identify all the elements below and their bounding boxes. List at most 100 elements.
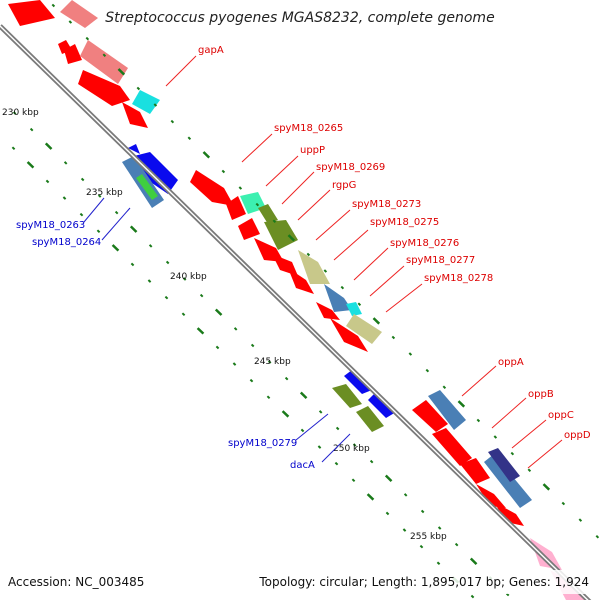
gene-label-spyM18_0273[interactable]: spyM18_0273 [352,199,421,210]
gene-feature[interactable] [238,218,260,240]
gene-label-gapA[interactable]: gapA [198,45,224,56]
gene-feature[interactable] [346,302,362,316]
gene-feature[interactable] [488,448,520,482]
reverse-labels: spyM18_0263 spyM18_0264 spyM18_0279 dacA [16,220,315,471]
tick-mark [366,493,375,501]
gene-label-oppC[interactable]: oppC [548,410,574,421]
tick-mark [402,528,407,532]
gene-feature[interactable] [412,400,448,432]
gene-feature[interactable] [346,314,382,344]
leader-line [241,133,273,163]
tick-mark [250,343,255,348]
gene-feature[interactable] [432,428,472,466]
tick-mark [595,534,600,539]
tick-mark [281,410,290,418]
leader-line [461,365,497,397]
gene-feature[interactable] [132,90,160,114]
tick-mark [385,511,390,516]
tick-mark [215,345,220,350]
gene-label-spyM18_0277[interactable]: spyM18_0277 [406,255,475,266]
tick-mark [357,302,362,307]
leader-line [83,197,105,223]
leader-line [491,397,527,429]
tick-mark [578,518,583,522]
tick-mark [403,493,408,497]
tick-mark [199,293,204,298]
gene-label-spyM18_0276[interactable]: spyM18_0276 [390,238,459,249]
gene-feature[interactable] [476,484,506,508]
tick-mark [334,461,339,466]
gene-label-uppP[interactable]: uppP [300,145,325,156]
gene-feature[interactable] [460,458,490,484]
gene-feature[interactable] [344,370,372,394]
tick-mark [181,312,186,317]
gene-feature[interactable] [64,44,82,64]
topology-text: Topology: circular; Length: 1,895,017 bp… [258,575,589,589]
tick-mark [420,509,425,514]
gene-feature[interactable] [122,102,148,128]
tick-label: 245 kbp [254,357,291,367]
tick-mark [79,212,84,217]
gene-label-rgpG[interactable]: rgpG [332,180,356,191]
gene-feature[interactable] [316,302,340,320]
gene-feature[interactable] [530,538,562,570]
gene-feature[interactable] [288,268,314,294]
gene-feature[interactable] [8,0,55,26]
tick-mark [470,594,475,599]
tick-mark [221,169,226,174]
gene-feature[interactable] [264,220,298,250]
tick-mark [202,151,211,159]
gene-feature[interactable] [428,390,466,430]
gene-features [8,0,588,600]
gene-label-oppA[interactable]: oppA [498,357,524,368]
gene-feature[interactable] [332,384,362,408]
gene-feature[interactable] [494,502,524,526]
leader-line [369,265,405,297]
map-title: Streptococcus pyogenes MGAS8232, complet… [105,10,494,26]
gene-feature[interactable] [78,70,130,106]
gene-label-spyM18_0264[interactable]: spyM18_0264 [32,237,101,248]
gene-feature[interactable] [356,406,384,432]
gene-feature[interactable] [324,284,352,312]
gene-label-spyM18_0279[interactable]: spyM18_0279 [228,438,297,449]
tick-mark [129,225,138,233]
leader-line [333,229,369,261]
gene-label-spyM18_0265[interactable]: spyM18_0265 [274,123,343,134]
gene-feature[interactable] [60,0,98,28]
gene-feature[interactable] [484,454,532,508]
gene-label-dacA[interactable]: dacA [290,460,315,471]
gene-feature[interactable] [330,318,368,352]
accession-text: Accession: NC_003485 [8,575,144,589]
gene-label-spyM18_0275[interactable]: spyM18_0275 [370,217,439,228]
gene-feature[interactable] [80,40,128,84]
gene-feature[interactable] [136,174,158,200]
gene-feature[interactable] [368,392,396,418]
gene-feature[interactable] [258,204,278,224]
tick-mark [148,244,153,248]
tick-mark [542,483,551,491]
tick-mark [12,111,17,115]
gene-label-oppB[interactable]: oppB [528,389,554,400]
tick-mark [300,428,305,433]
gene-feature[interactable] [226,196,246,220]
gene-label-oppD[interactable]: oppD [564,430,591,441]
tick-mark [26,161,35,169]
leader-line [101,207,131,241]
tick-mark [232,362,237,366]
tick-mark [323,269,328,273]
tick-mark [114,210,119,215]
gene-feature[interactable] [128,144,140,154]
gene-label-spyM18_0269[interactable]: spyM18_0269 [316,162,385,173]
tick-mark [196,327,205,335]
leader-line [385,283,423,313]
tick-mark [117,68,126,76]
gene-label-spyM18_0263[interactable]: spyM18_0263 [16,220,85,231]
gene-feature[interactable] [298,250,330,284]
gene-label-spyM18_0278[interactable]: spyM18_0278 [424,273,493,284]
gene-feature[interactable] [190,170,234,206]
tick-mark [437,526,442,530]
tick-mark [85,36,90,41]
tick-marks [11,3,600,599]
tick-mark [299,391,308,399]
